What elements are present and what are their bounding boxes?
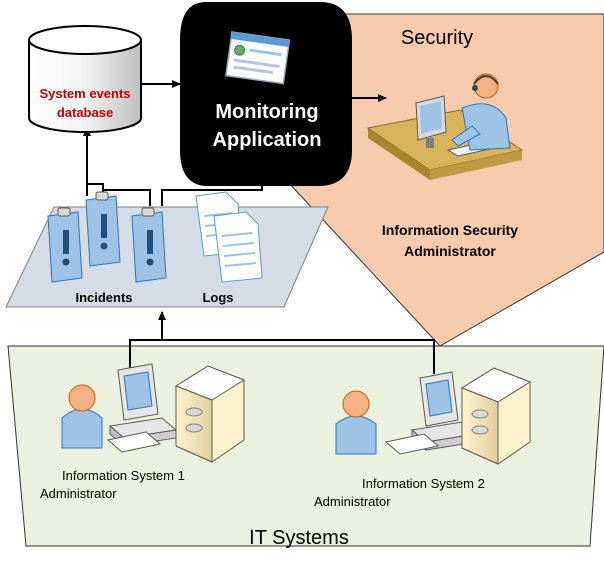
document-icon xyxy=(213,211,263,283)
monitoring-label-line2: Application xyxy=(213,129,322,151)
sources-to-monitoring-arrow xyxy=(161,184,263,206)
browser-window-icon xyxy=(225,31,291,85)
system1-label-line2: Administrator xyxy=(40,486,117,501)
database-label-line1: System events xyxy=(39,86,130,101)
incidents-label: Incidents xyxy=(75,290,132,305)
monitoring-label-line1: Monitoring xyxy=(215,101,318,123)
user-icon xyxy=(335,390,377,455)
system2-label-line1: Information System 2 xyxy=(362,476,485,491)
it-bus-line xyxy=(129,339,435,374)
server-tower-icon xyxy=(174,365,246,463)
clipboard-alert-icon xyxy=(85,191,121,267)
security-admin-line1: Information Security xyxy=(382,222,518,238)
database-cylinder-icon xyxy=(28,25,142,133)
security-admin-line2: Administrator xyxy=(404,243,496,259)
connectors xyxy=(83,80,435,374)
system2-label-line2: Administrator xyxy=(314,494,391,509)
system1-label-line1: Information System 1 xyxy=(62,468,185,483)
security-region-label: Security xyxy=(401,27,473,49)
clipboard-alert-icon xyxy=(131,207,167,283)
it-systems-region-label: IT Systems xyxy=(249,527,349,549)
server-tower-icon xyxy=(460,367,532,465)
database-label-line2: database xyxy=(57,105,113,120)
clipboard-link-line-2 xyxy=(103,189,151,206)
monitoring-application-node xyxy=(180,2,352,186)
headset-operator-icon xyxy=(366,73,524,180)
clipboard-alert-icon xyxy=(47,207,83,283)
logs-label: Logs xyxy=(202,290,233,305)
workstation-icon xyxy=(384,371,478,455)
workstation-icon xyxy=(106,363,178,453)
user-icon xyxy=(61,384,103,449)
